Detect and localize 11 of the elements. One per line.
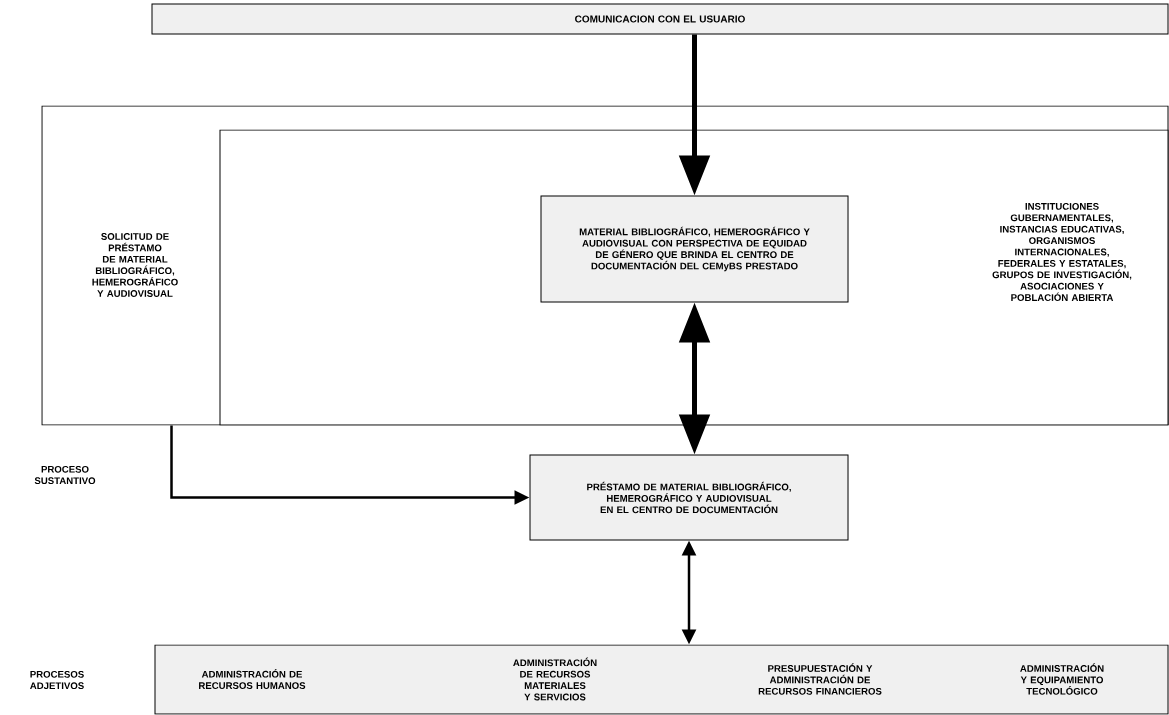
side-label: PROCESOS ADJETIVOS (30, 670, 84, 690)
header-band: COMUNICACION CON EL USUARIO (151, 3, 1169, 35)
process-box: PRÉSTAMO DE MATERIAL BIBLIOGRÁFICO, HEMEROGRÁFICO Y AUDIOVISUAL EN EL CENTRO DE DOCUMENTACIÓN (529, 454, 849, 541)
box-text: SOLICITUD DE PRÉSTAMO DE MATERIAL BIBLIOGRÁFICO, HEMEROGRÁFICO Y AUDIOVISUAL (92, 233, 178, 297)
band-text: PRESUPUESTACIÓN Y ADMINISTRACIÓN DE RECURSOS FINANCIEROS (758, 663, 882, 695)
side-label: PROCESO SUSTANTIVO (34, 465, 96, 485)
box-text: INSTITUCIONES GUBERNAMENTALES, INSTANCIAS EDUCATIVAS, ORGANISMOS INTERNACIONALES, FEDERALES Y ESTATALES, GRUPOS DE INVESTIGACIÓN, ASOCIACIONES Y POBLACIÓN ABIERTA (992, 203, 1132, 301)
process-box: MATERIAL BIBLIOGRÁFICO, HEMEROGRÁFICO Y AUDIOVISUAL CON PERSPECTIVA DE EQUIDAD DE GÉNERO QUE BRINDA EL CENTRO DE DOCUMENTACIÓN DEL CEMyBS PRESTADO (540, 195, 849, 303)
band-text: ADMINISTRACIÓN DE RECURSOS MATERIALES Y SERVICIOS (513, 657, 597, 701)
band-text: ADMINISTRACIÓN Y EQUIPAMIENTO TECNOLÓGICO (1020, 663, 1104, 695)
band-text: ADMINISTRACIÓN DE RECURSOS HUMANOS (199, 669, 306, 689)
